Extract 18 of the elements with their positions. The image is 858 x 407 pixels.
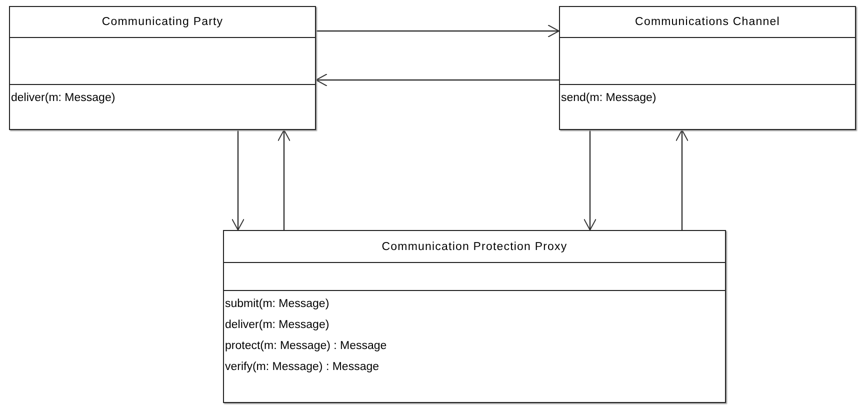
operation-text: deliver(m: Message) — [10, 91, 116, 106]
operation-text: verify(m: Message) : Message — [224, 360, 380, 375]
association-arrow — [584, 130, 596, 230]
class-name: Communications Channel — [635, 16, 780, 28]
association-arrow — [232, 130, 244, 230]
association-arrow — [278, 130, 290, 230]
operation-text: send(m: Message) — [560, 91, 658, 106]
operation-text: deliver(m: Message) — [224, 318, 330, 333]
class-box — [223, 230, 726, 403]
class-name: Communication Protection Proxy — [382, 240, 568, 252]
class-box — [9, 6, 316, 130]
association-arrow — [316, 24, 560, 38]
association-arrow — [676, 130, 688, 230]
class-box — [559, 6, 856, 130]
class-name: Communicating Party — [102, 16, 224, 28]
operation-text: submit(m: Message) — [224, 297, 330, 312]
operation-text: protect(m: Message) : Message — [224, 339, 388, 354]
association-arrow — [316, 74, 559, 86]
